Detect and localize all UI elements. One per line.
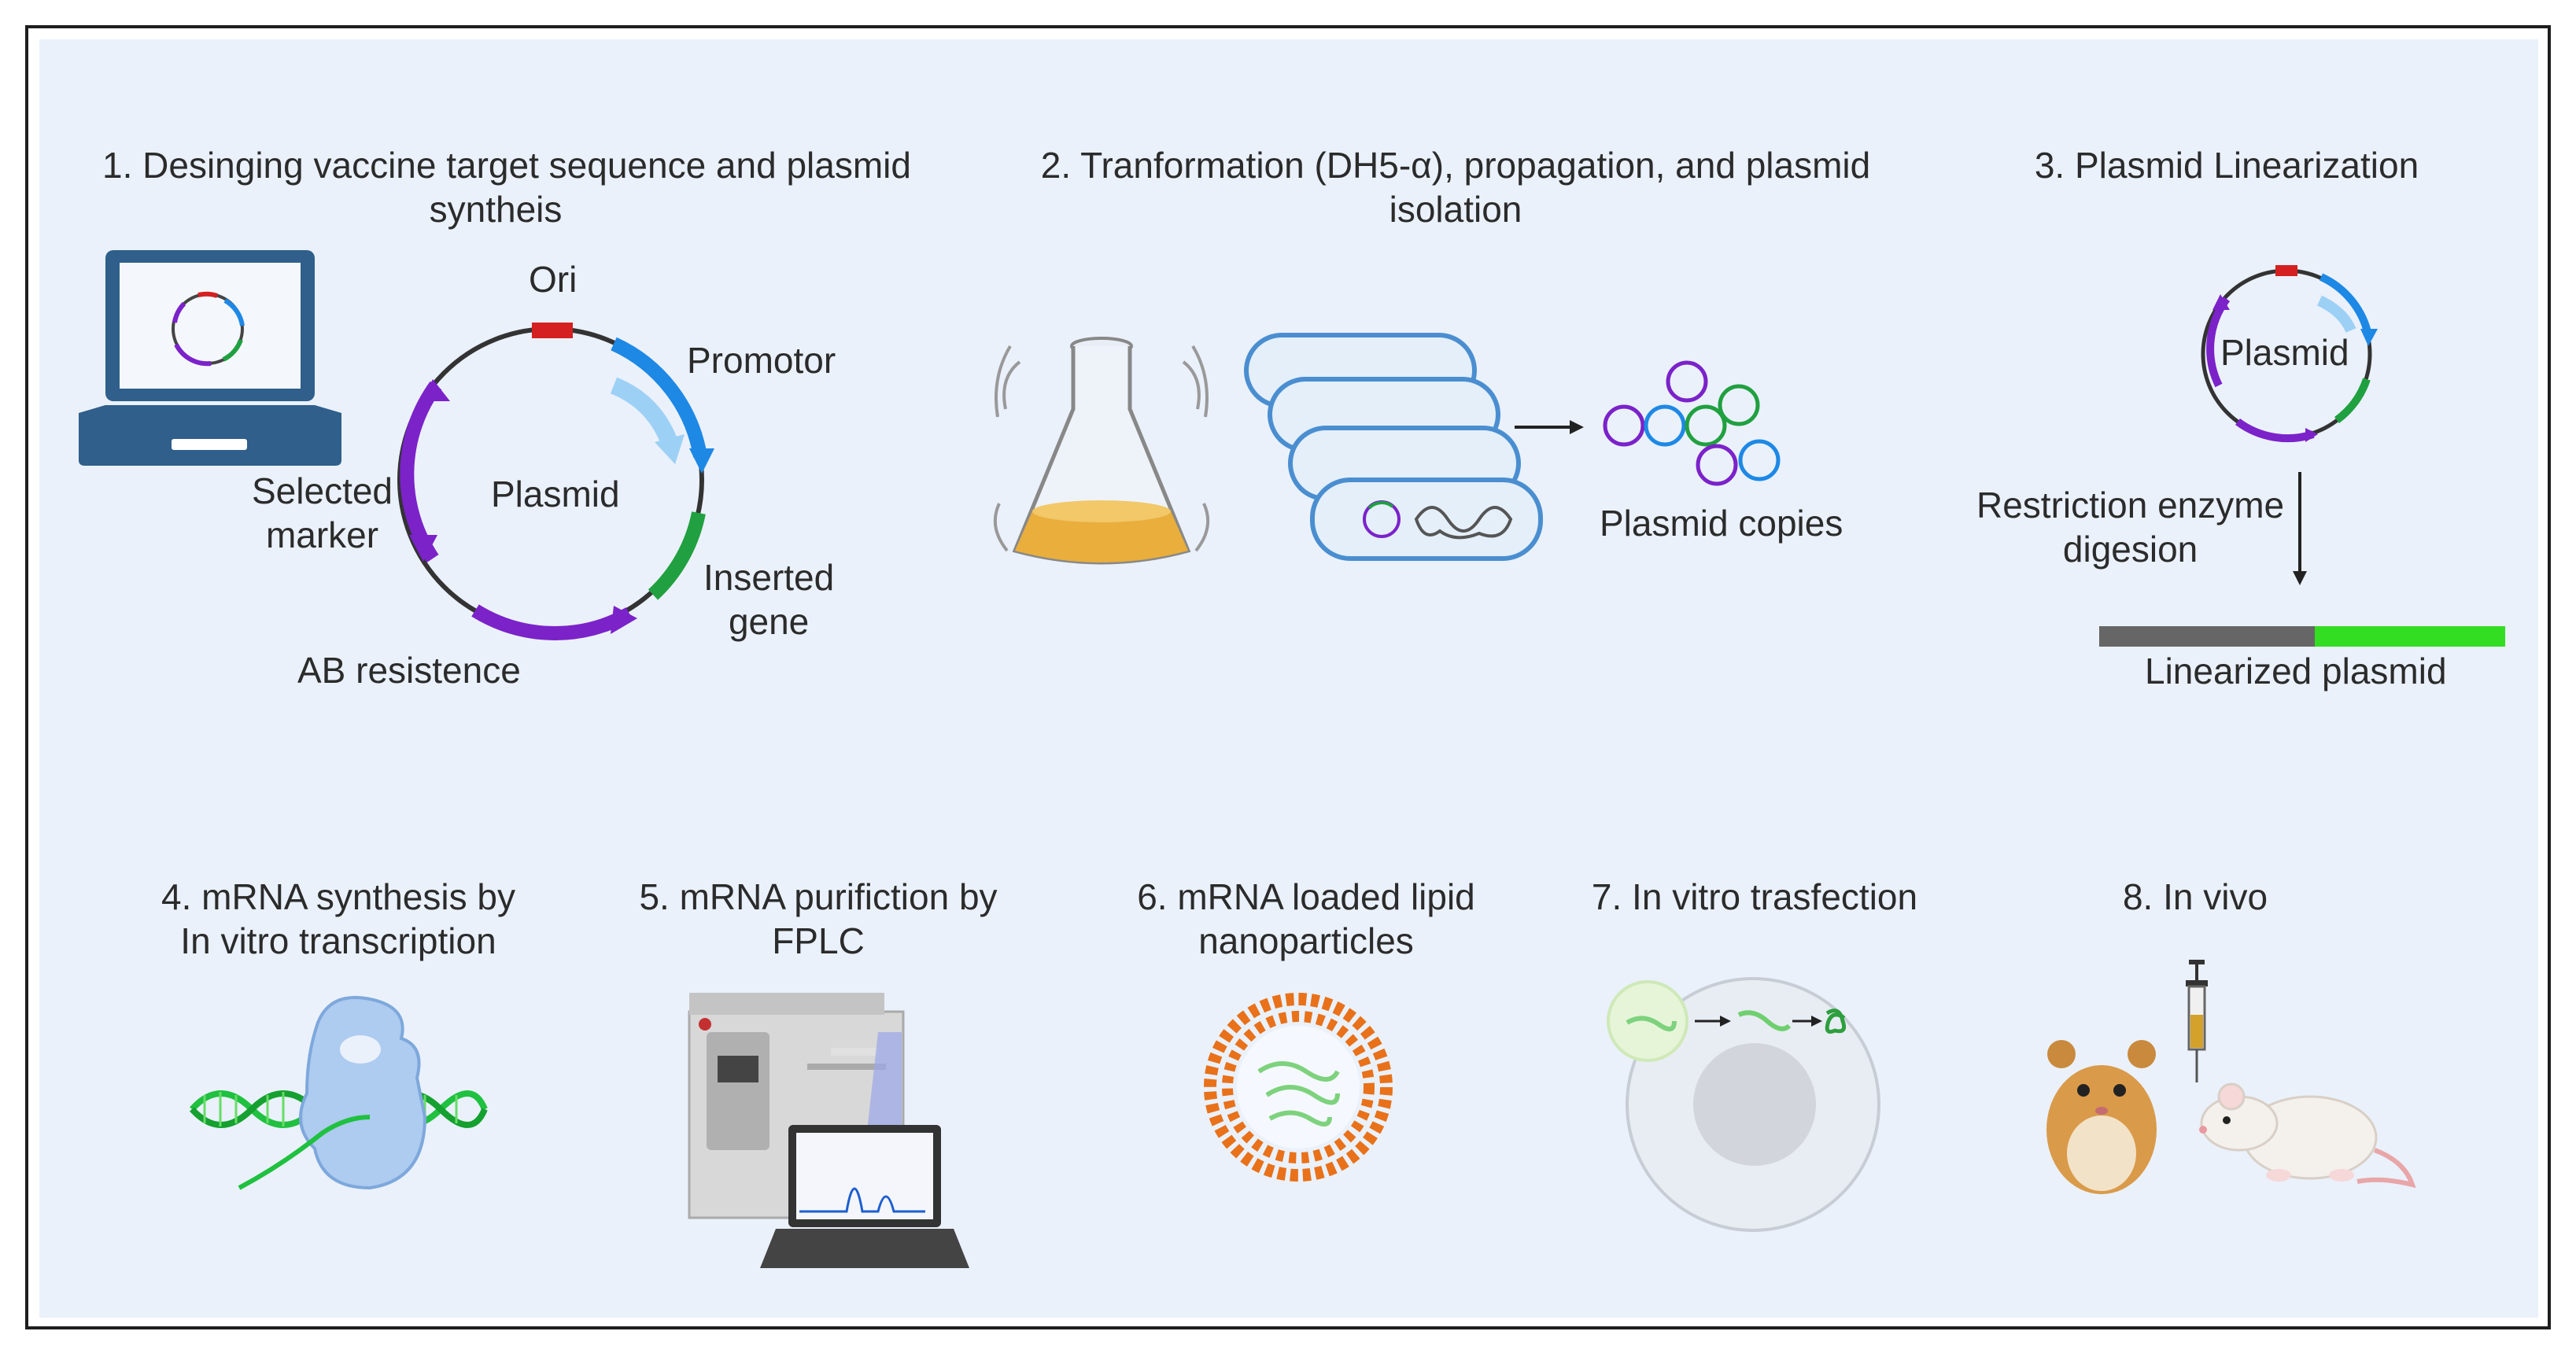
hamster-icon <box>2046 1040 2157 1194</box>
inserted-gene-line2: gene <box>728 601 810 642</box>
ab-resistance-segment <box>471 604 633 640</box>
linearized-plasmid-bar <box>2099 626 2505 647</box>
step-6-title: 6. mRNA loaded lipid nanoparticles <box>1102 875 1511 963</box>
plasmid-center-label: Plasmid <box>491 474 620 514</box>
mouse-icon <box>2199 1082 2416 1189</box>
bacteria-cultures-icon <box>1244 333 1543 561</box>
step-1-title-line2: syntheis <box>429 189 563 230</box>
plasmid-copies-icon <box>1603 360 1781 486</box>
selected-marker-line2: marker <box>265 514 379 555</box>
step-4-title-line1: 4. mRNA synthesis by <box>161 876 515 917</box>
restriction-enzyme-line1: Restriction enzyme <box>1976 485 2285 525</box>
plasmid-copies-label: Plasmid copies <box>1600 503 1843 544</box>
fplc-instrument-icon <box>688 993 969 1268</box>
selected-marker-line1: Selected <box>252 470 393 511</box>
step-8-title: 8. In vivo <box>2038 875 2353 919</box>
step-2-title-line2: isolation <box>1389 189 1522 230</box>
step-7-title: 7. In vitro trasfection <box>1566 875 1943 919</box>
culture-flask-icon <box>993 337 1210 565</box>
rna-polymerase-dna-icon <box>190 996 488 1190</box>
step-4-title-line2: In vitro transcription <box>180 920 496 961</box>
step-5-title-line1: 5. mRNA purifiction by <box>639 876 998 917</box>
step-7-title-line1: 7. In vitro trasfection <box>1591 876 1918 917</box>
digestion-arrow <box>2293 472 2307 585</box>
step-8-title-line1: 8. In vivo <box>2122 876 2268 917</box>
step-1-title-line1: 1. Desinging vaccine target sequence and… <box>102 145 911 186</box>
transfer-arrow <box>1515 420 1584 434</box>
bacterium-4 <box>1310 478 1543 561</box>
linearized-plasmid-label: Linearized plasmid <box>2145 651 2447 691</box>
ab-resistance-label: AB resistence <box>297 650 521 691</box>
step-3-title-line1: 3. Plasmid Linearization <box>2034 145 2419 186</box>
step-5-title: 5. mRNA purifiction by FPLC <box>614 875 1023 963</box>
selected-marker-segment <box>400 381 442 563</box>
syringe-icon <box>2186 960 2208 1082</box>
step-3-title: 3. Plasmid Linearization <box>1983 143 2471 187</box>
step-1-title: 1. Desinging vaccine target sequence and… <box>102 143 911 231</box>
restriction-enzyme-line2: digesion <box>2062 529 2198 570</box>
inserted-gene-line1: Inserted <box>703 557 835 598</box>
small-plasmid-icon <box>2201 265 2378 443</box>
step-2-title: 2. Tranformation (DH5-α), propagation, a… <box>1007 143 1904 231</box>
laptop-icon <box>79 250 341 466</box>
promotor-label: Promotor <box>687 340 836 381</box>
small-plasmid-label: Plasmid <box>2220 332 2349 373</box>
selected-marker-label: Selected marker <box>252 469 393 557</box>
step-5-title-line2: FPLC <box>772 920 865 961</box>
step-4-title: 4. mRNA synthesis by In vitro transcript… <box>126 875 551 963</box>
step-6-title-line1: 6. mRNA loaded lipid <box>1137 876 1475 917</box>
step-6-title-line2: nanoparticles <box>1198 920 1414 961</box>
plasmid-map-diagram <box>397 323 714 640</box>
cell-transfection-icon <box>1607 977 1880 1232</box>
step-2-title-line1: 2. Tranformation (DH5-α), propagation, a… <box>1040 145 1871 186</box>
lipid-nanoparticle-icon <box>1204 993 1393 1182</box>
restriction-enzyme-label: Restriction enzyme digesion <box>1976 483 2284 571</box>
ori-label: Ori <box>529 259 578 300</box>
promotor-segment <box>611 337 707 458</box>
inserted-gene-label: Inserted gene <box>703 555 834 643</box>
inserted-gene-segment <box>648 511 706 600</box>
